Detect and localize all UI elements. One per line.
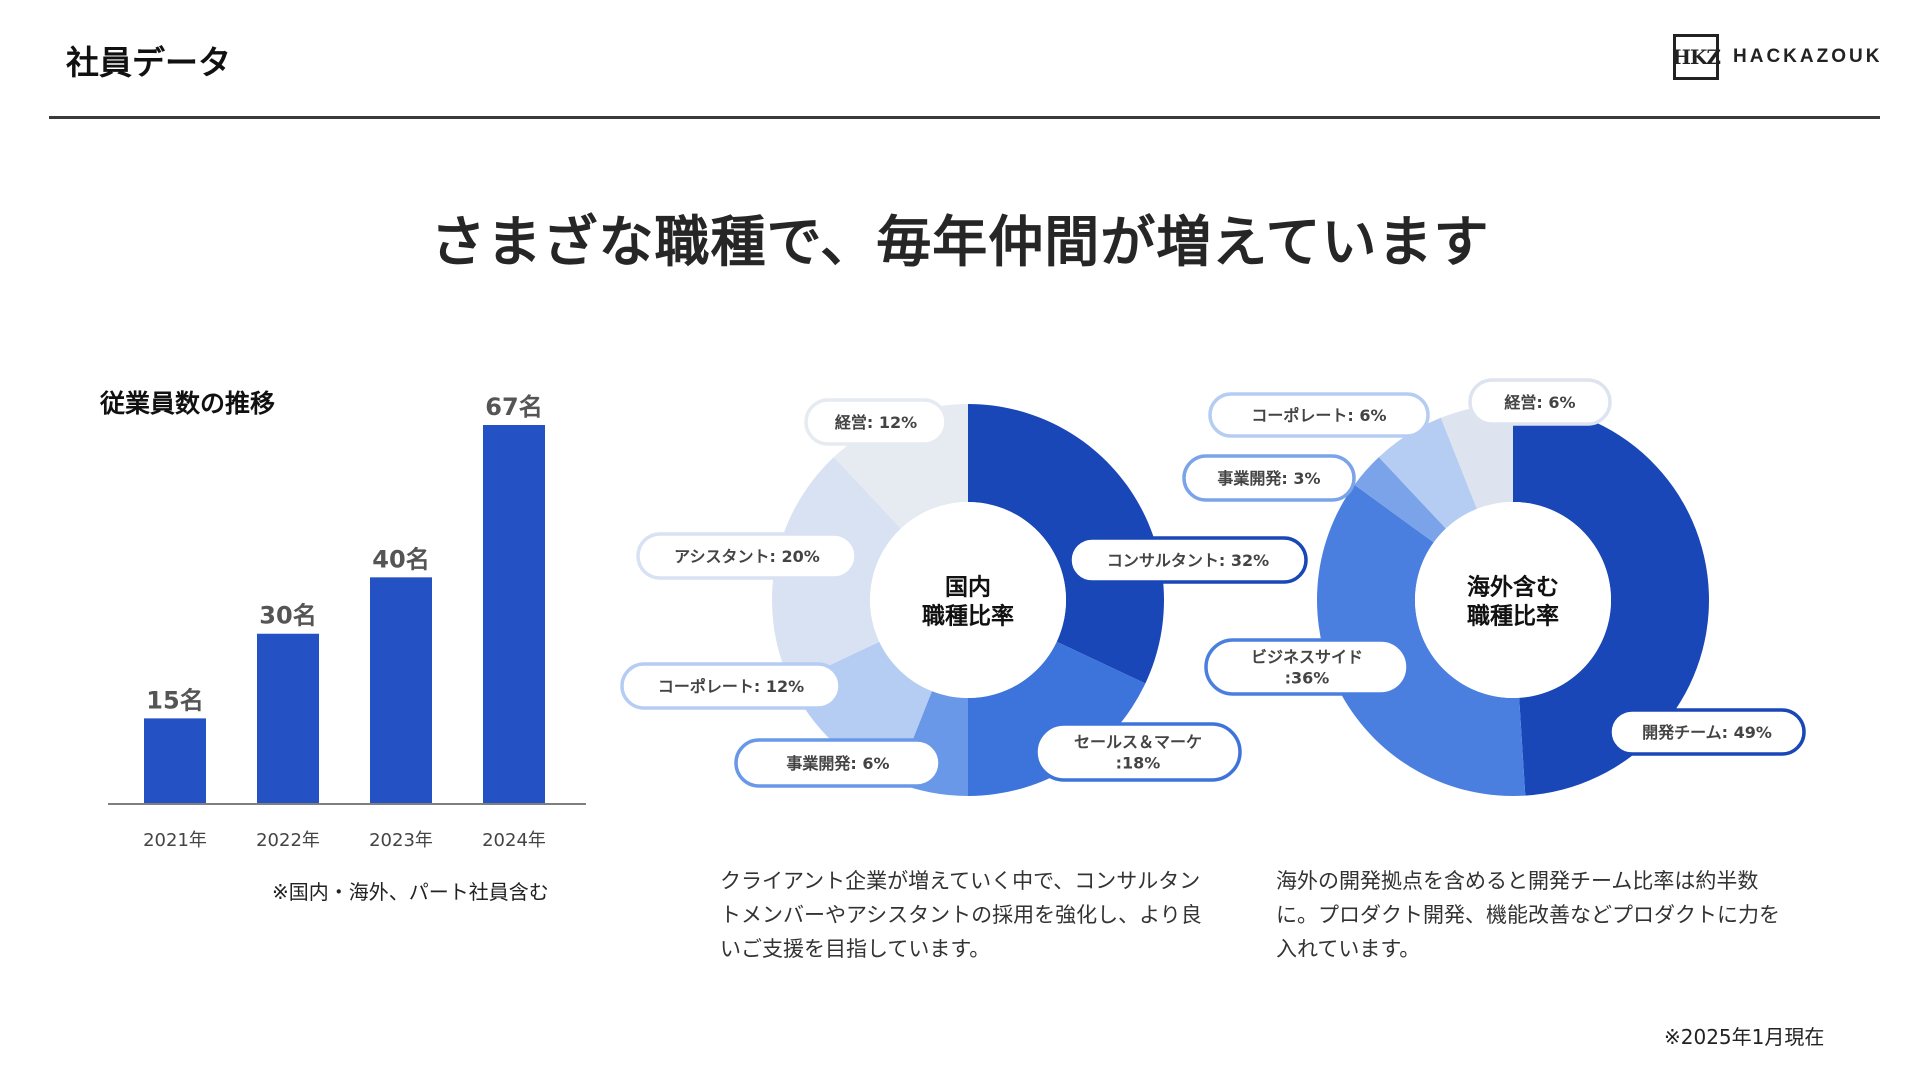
donut-slice-label: コーポレート: 12% [658,677,804,696]
page-title: 社員データ [66,43,231,82]
donut-slice-label: 経営: 12% [835,413,917,432]
domestic-description: クライアント企業が増えていく中で、コンサルタントメンバーやアシスタントの採用を強… [720,869,1202,961]
donut-slice-label: アシスタント: 20% [674,547,820,566]
bar-2022年 [257,633,319,803]
donut-label-badge [1034,722,1242,782]
donut-slice [968,641,1146,796]
donut-slice [1317,484,1526,796]
donut-slice-label: 事業開発: 3% [1217,469,1320,488]
bar-value-label: 30名 [259,602,316,630]
donut-label-badge [1208,392,1430,438]
donut-hole [870,502,1066,698]
donut-label-badge [1182,454,1356,502]
donut-label-badge [1204,638,1410,696]
bar-value-label: 67名 [485,393,542,421]
donut-slice-label: ビジネスサイド:36% [1251,648,1363,688]
donut-label-badge [1608,708,1806,756]
donut-label-badge [1068,536,1308,584]
donut-label-badge [636,532,858,580]
bar-category-label: 2024年 [482,830,546,851]
donut-slice [1440,404,1513,509]
donut-slice-label: コンサルタント: 32% [1107,551,1269,570]
donut-label-badge [620,662,842,710]
donut-slice-label: セールス＆マーケ:18% [1074,733,1202,773]
donut-slice-label: 開発チーム: 49% [1642,723,1772,742]
donut-slice-label: 経営: 6% [1504,393,1575,412]
header-divider [49,116,1880,119]
bar-category-label: 2022年 [256,830,320,851]
bar-2024年 [483,425,545,803]
overseas-description: 海外の開発拠点を含めると開発チーム比率は約半数に。プロダクト開発、機能改善などプ… [1276,869,1780,961]
bar-value-label: 40名 [372,545,429,573]
bar-2021年 [144,718,206,803]
bar-2023年 [370,577,432,803]
as-of-date: ※2025年1月現在 [1664,1025,1825,1049]
donut-label-badge [734,738,942,788]
bar-category-label: 2021年 [143,830,207,851]
donut-chart-1: 国内職種比率 コンサルタント: 32% セールス＆マーケ:18% 事業開発: 6% コー… [620,398,1308,796]
donut-slice [968,404,1164,684]
main-headline: さまざな職種で、毎年仲間が増えています [430,210,1490,274]
donut-center-title: 海外含む職種比率 [1467,574,1559,630]
logo-text: HACKAZOUK [1733,46,1883,67]
donut-center-title: 国内職種比率 [922,575,1014,630]
job-ratio-donut-charts: 国内職種比率 コンサルタント: 32% セールス＆マーケ:18% 事業開発: 6% コー… [620,378,1806,796]
bar-chart-title: 従業員数の推移 [100,389,276,418]
bar-value-label: 15名 [146,686,203,714]
company-logo: HKZ HACKAZOUK [1672,34,1883,80]
logo-mark: HKZ [1672,34,1721,80]
donut-slice [1378,417,1477,529]
donut-slice [1354,457,1446,543]
bar-chart-note: ※国内・海外、パート社員含む [272,880,549,904]
donut-slice-label: 事業開発: 6% [786,754,889,773]
bar-category-label: 2023年 [369,830,433,851]
donut-hole [1415,502,1611,698]
employee-bar-chart: 15名 2021年 30名 2022年 40名 2023年 67名 2024年 [108,393,586,851]
donut-slice [1513,404,1709,796]
donut-slice-label: コーポレート: 6% [1251,406,1386,425]
donut-label-badge [1468,378,1612,426]
donut-label-badge [804,398,948,446]
